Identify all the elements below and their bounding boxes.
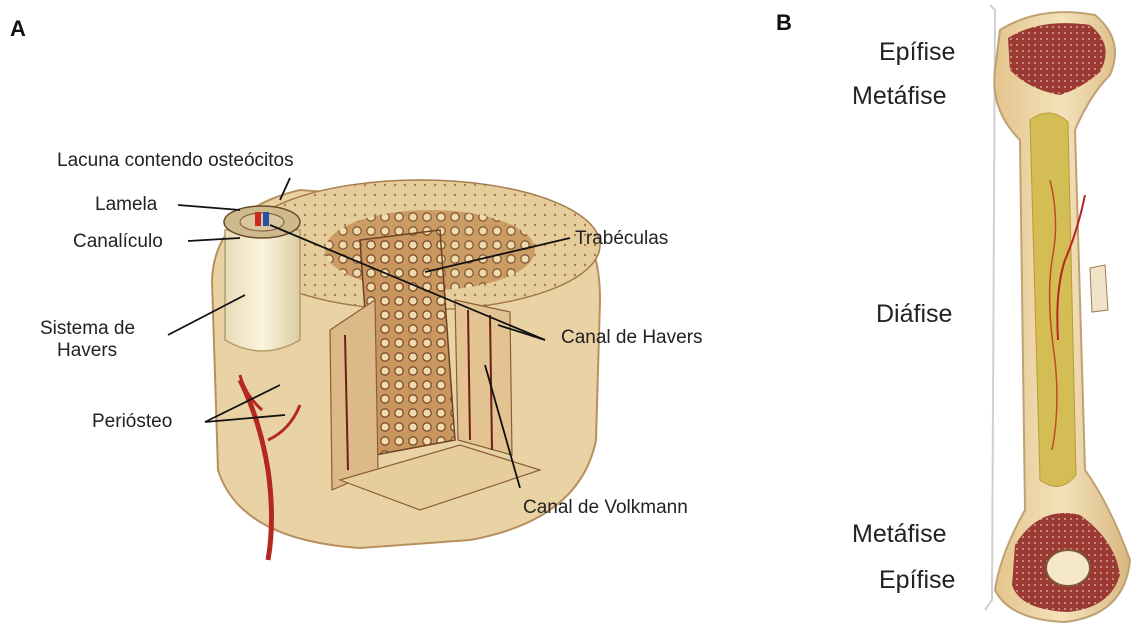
label-canal-havers: Canal de Havers bbox=[561, 327, 703, 349]
label-canal-volkmann: Canal de Volkmann bbox=[523, 497, 688, 519]
cut-face-left bbox=[330, 300, 378, 490]
havers-vessel-red bbox=[255, 212, 261, 226]
label-lacuna: Lacuna contendo osteócitos bbox=[57, 150, 294, 172]
label-periosteo: Periósteo bbox=[92, 411, 172, 433]
label-trabeculas: Trabéculas bbox=[575, 228, 668, 250]
label-sistema-line2: Havers bbox=[57, 340, 117, 362]
condyle-notch bbox=[1046, 550, 1090, 586]
label-canaliculo: Canalículo bbox=[73, 231, 163, 253]
periosteum-flap bbox=[1090, 265, 1108, 312]
label-epifise-top: Epífise bbox=[879, 38, 955, 66]
label-lamela: Lamela bbox=[95, 194, 157, 216]
label-diafise: Diáfise bbox=[876, 300, 952, 328]
leader-lamela bbox=[178, 205, 240, 210]
havers-system-cylinder bbox=[225, 230, 300, 351]
label-sistema-line1: Sistema de bbox=[40, 318, 135, 340]
region-brace bbox=[985, 5, 995, 610]
label-metafise-top: Metáfise bbox=[852, 82, 946, 110]
panel-a-letter: A bbox=[10, 16, 26, 42]
label-epifise-bottom: Epífise bbox=[879, 566, 955, 594]
long-bone-illustration bbox=[985, 5, 1130, 622]
label-metafise-bottom: Metáfise bbox=[852, 520, 946, 548]
panel-b-letter: B bbox=[776, 10, 792, 36]
havers-vessel-blue bbox=[263, 212, 269, 226]
